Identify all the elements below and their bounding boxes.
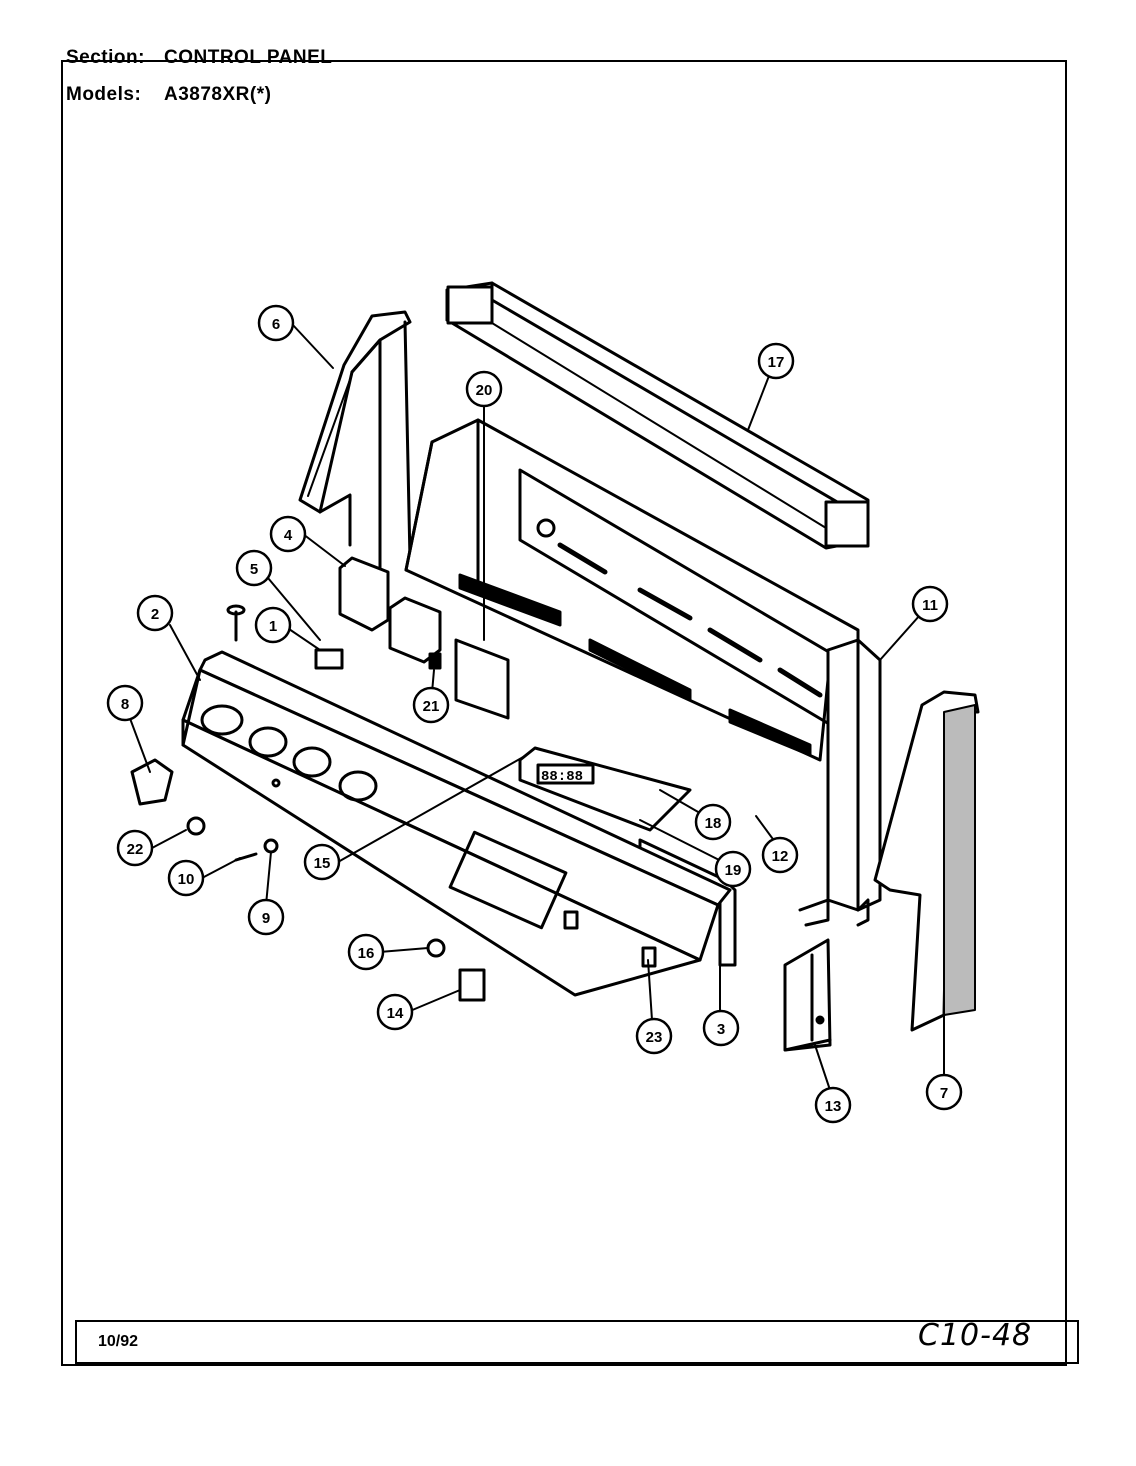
part-rocker-switch bbox=[458, 968, 486, 1002]
part-terminal bbox=[428, 652, 442, 670]
footer-page-code: C10-48 bbox=[918, 1318, 1033, 1353]
part-clock-bezel bbox=[518, 746, 692, 832]
part-indicator-lamp bbox=[426, 938, 446, 958]
footer-date: 10/92 bbox=[98, 1333, 139, 1350]
part-knob-insert bbox=[186, 816, 206, 836]
callout-22: 22 bbox=[116, 829, 154, 867]
svg-text:17: 17 bbox=[768, 354, 785, 371]
part-signal-light bbox=[314, 648, 344, 670]
section-label: Section: bbox=[66, 47, 145, 68]
svg-text:7: 7 bbox=[940, 1085, 948, 1102]
part-right-endcap bbox=[873, 690, 980, 1032]
callout-5: 5 bbox=[235, 549, 273, 587]
callout-13: 13 bbox=[814, 1086, 852, 1124]
callout-7: 7 bbox=[925, 1073, 963, 1111]
callout-11: 11 bbox=[911, 585, 949, 623]
callout-12: 12 bbox=[761, 836, 799, 874]
part-knob bbox=[130, 758, 174, 806]
svg-text:16: 16 bbox=[358, 945, 375, 962]
clock-readout: 88:88 bbox=[541, 769, 583, 785]
callout-23: 23 bbox=[635, 1017, 673, 1055]
svg-text:6: 6 bbox=[272, 316, 280, 333]
callout-20: 20 bbox=[465, 370, 503, 408]
svg-text:20: 20 bbox=[476, 382, 493, 399]
svg-text:19: 19 bbox=[725, 862, 742, 879]
part-right-bracket bbox=[798, 638, 882, 927]
callout-9: 9 bbox=[247, 898, 285, 936]
svg-text:9: 9 bbox=[262, 910, 270, 927]
svg-text:21: 21 bbox=[423, 698, 440, 715]
callout-16: 16 bbox=[347, 933, 385, 971]
part-left-endcap bbox=[298, 310, 412, 602]
callout-2: 2 bbox=[136, 594, 174, 632]
footer-bar bbox=[75, 1320, 1079, 1364]
svg-text:5: 5 bbox=[250, 561, 258, 578]
part-infinite-switch-a bbox=[338, 556, 390, 632]
leader-lines bbox=[124, 323, 945, 1091]
svg-text:22: 22 bbox=[127, 841, 144, 858]
models-heading: Models: A3878XR(*) bbox=[66, 84, 278, 106]
svg-text:4: 4 bbox=[284, 527, 293, 544]
diagram-frame bbox=[61, 60, 1067, 1366]
callout-14: 14 bbox=[376, 993, 414, 1031]
callout-1: 1 bbox=[254, 606, 292, 644]
callout-3: 3 bbox=[702, 1009, 740, 1047]
svg-text:3: 3 bbox=[717, 1021, 725, 1038]
callouts: 6 17 20 4 5 11 2 1 8 21 18 12 22 19 10 1… bbox=[106, 304, 963, 1124]
svg-text:23: 23 bbox=[646, 1029, 663, 1046]
section-value: CONTROL PANEL bbox=[164, 47, 333, 68]
callout-18: 18 bbox=[694, 803, 732, 841]
svg-text:2: 2 bbox=[151, 606, 159, 623]
part-hinge-bracket bbox=[783, 938, 832, 1052]
callout-4: 4 bbox=[269, 515, 307, 553]
callout-21: 21 bbox=[412, 686, 450, 724]
svg-text:1: 1 bbox=[269, 618, 277, 635]
models-value: A3878XR(*) bbox=[164, 84, 272, 105]
svg-text:15: 15 bbox=[314, 855, 331, 872]
callout-10: 10 bbox=[167, 859, 205, 897]
svg-text:8: 8 bbox=[121, 696, 129, 713]
models-label: Models: bbox=[66, 84, 142, 105]
svg-text:10: 10 bbox=[178, 871, 195, 888]
callout-15: 15 bbox=[303, 843, 341, 881]
callout-19: 19 bbox=[714, 850, 752, 888]
part-control-panel bbox=[181, 650, 732, 997]
section-heading: Section: CONTROL PANEL bbox=[66, 47, 332, 69]
part-clock-bracket bbox=[454, 638, 510, 720]
svg-text:13: 13 bbox=[825, 1098, 842, 1115]
callout-8: 8 bbox=[106, 684, 144, 722]
svg-text:12: 12 bbox=[772, 848, 789, 865]
callout-17: 17 bbox=[757, 342, 795, 380]
part-infinite-switch-b bbox=[388, 596, 442, 664]
part-panel-screw-head bbox=[226, 604, 246, 616]
svg-text:11: 11 bbox=[922, 597, 938, 614]
part-washer bbox=[263, 838, 279, 854]
part-top-bar bbox=[445, 281, 870, 550]
svg-text:14: 14 bbox=[387, 1005, 404, 1022]
callout-6: 6 bbox=[257, 304, 295, 342]
svg-text:18: 18 bbox=[705, 815, 722, 832]
